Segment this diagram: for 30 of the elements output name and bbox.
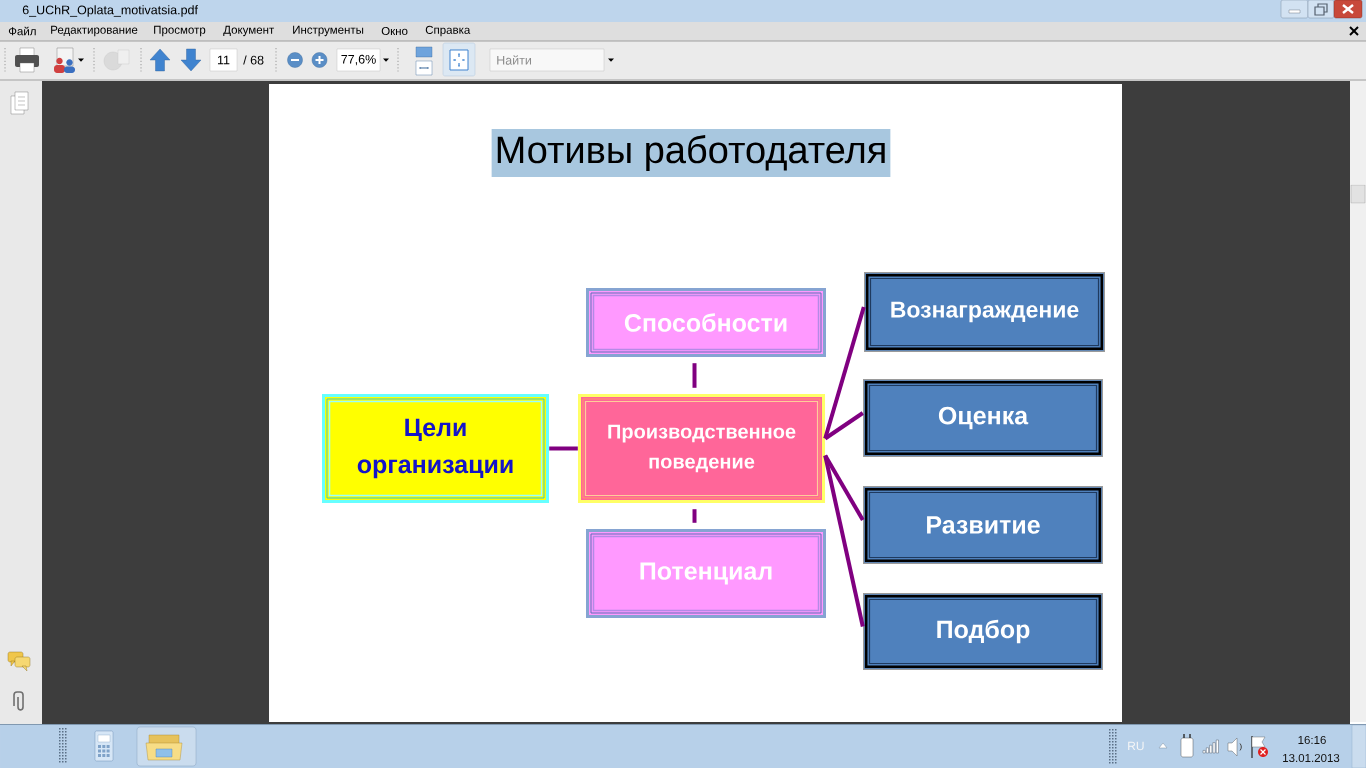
page-count: / 68 — [243, 55, 264, 65]
search-field: Найти — [489, 48, 605, 72]
menu-item: Документ — [223, 25, 275, 37]
menu-item: Просмотр — [154, 25, 206, 37]
slide-title: Мотивы работодателя — [491, 129, 891, 177]
process-box: Развитие — [863, 486, 1103, 564]
menu-item: Редактирование — [51, 25, 138, 37]
connector-line — [824, 411, 864, 441]
process-box: Потенциал — [586, 529, 826, 618]
connector-line — [823, 455, 865, 627]
menu-item: Файл — [8, 26, 36, 36]
menu-item: Инструменты — [293, 25, 364, 37]
process-box: Подбор — [863, 593, 1103, 670]
menu-item: Окно — [381, 26, 408, 36]
menu-item: Справка — [425, 25, 471, 37]
clock-date: 13.01.2013 — [1283, 753, 1340, 763]
window-title: 6_UChR_Oplata_motivatsia.pdf — [22, 5, 198, 17]
connector-line — [823, 306, 866, 440]
connector-line — [692, 363, 697, 388]
connector-line — [549, 446, 578, 451]
clock-time: 16:16 — [1298, 735, 1326, 745]
connector-line — [692, 509, 697, 523]
zoom-field: 77,6% — [336, 48, 381, 72]
language-indicator: RU — [1128, 741, 1144, 751]
page-number-field: 11 — [209, 48, 238, 72]
process-box: Производственное поведение — [578, 394, 825, 503]
process-box: Цели организации — [322, 394, 549, 503]
process-box: Вознаграждение — [864, 272, 1105, 352]
process-box: Оценка — [863, 379, 1103, 457]
process-box: Способности — [586, 288, 826, 357]
